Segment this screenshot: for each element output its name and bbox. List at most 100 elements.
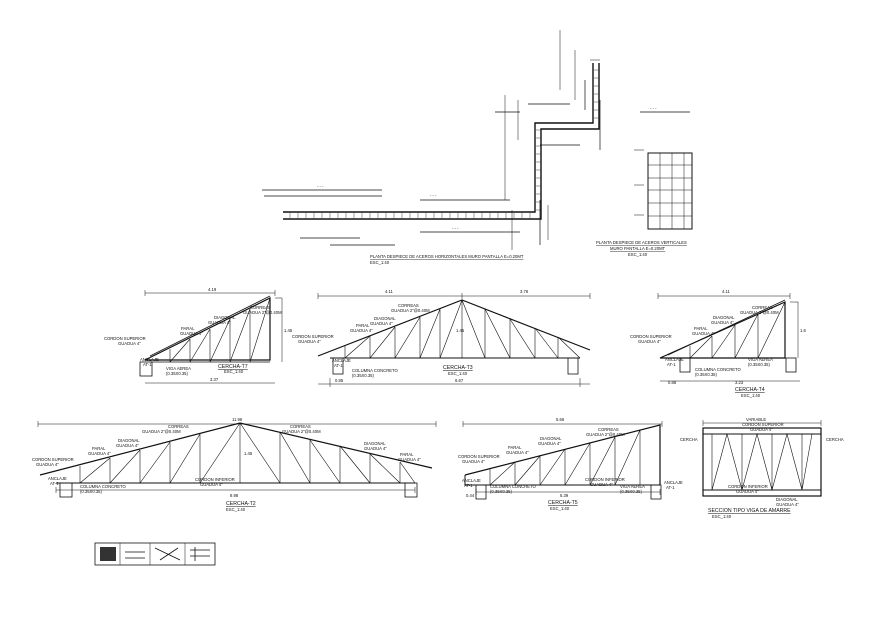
t2-diagonal-r-spec: GUADUA 4": [364, 446, 387, 451]
t7-anclaje-id: AT-1: [143, 362, 152, 367]
t5-diagonal-label: DIAGONAL: [540, 436, 562, 441]
t2-correas-r-label: CORREAS: [290, 424, 311, 429]
t4-paral-spec: GUADUA 4": [692, 331, 715, 336]
t4-scale: ESC_1:40: [741, 393, 761, 398]
beam-cercha-l-label: CERCHA: [680, 437, 698, 442]
t4-diagonal-label: DIAGONAL: [713, 315, 735, 320]
truss-t3: CORREAS GUADUA 2"@0.40M DIAGONAL GUADUA …: [292, 289, 591, 387]
detail-thumbnail: [94, 542, 216, 566]
t2-paral-l-spec: GUADUA 4": [88, 451, 111, 456]
t5-dim-overhang: 0.44: [466, 493, 475, 498]
t7-correas-label: CORREAS: [250, 305, 271, 310]
truss-t5: CORREAS GUADUA 2"@0.40M DIAGONAL GUADUA …: [458, 417, 683, 511]
svg-text:- - -: - - -: [452, 226, 459, 231]
t5-anclaje-r-label: ANCLAJE: [664, 480, 683, 485]
t5-cordon-spec: GUADUA 4": [462, 459, 485, 464]
t5-anclaje-id: AT-1: [464, 483, 473, 488]
t5-diagonal-spec: GUADUA 4": [538, 441, 561, 446]
plan-horizontal-scale: ESC_1:40: [370, 260, 390, 265]
t2-paral-r-label: PARAL: [400, 452, 414, 457]
t2-paral-l-label: PARAL: [92, 446, 106, 451]
t5-correas-spec: GUADUA 2"@0.40M: [586, 432, 625, 437]
beam-cordon-sup-label: CORDON SUPERIOR: [742, 422, 784, 427]
t5-columna-label: COLUMNA CONCRETO: [490, 484, 537, 489]
t4-columna-label: COLUMNA CONCRETO: [695, 367, 742, 372]
t7-cordon-label: CORDON SUPERIOR: [104, 336, 146, 341]
t2-paral-r-spec: GUADUA 4": [398, 457, 421, 462]
beam-cordon-inf-label: CORDON INFERIOR: [728, 484, 768, 489]
t7-dim-span: 4.19: [208, 287, 217, 292]
plan-horizontal-steel: - - - - - - - - - - - - PLANTA DESPIECE …: [262, 30, 690, 265]
beam-section: VARIABLE CORDON SUPERIOR GUADUA 4" CERCH…: [680, 417, 844, 519]
t3-dim-left: 4.11: [385, 289, 394, 294]
beam-diagonal-spec: GUADUA 4": [776, 502, 799, 507]
t7-viga-dims: (0.35X0.35): [166, 371, 188, 376]
t4-cordon-label: CORDON SUPERIOR: [630, 334, 672, 339]
t3-correas-label: CORREAS: [398, 303, 419, 308]
t3-dim-total: 6.67: [455, 378, 464, 383]
t2-anclaje-id: AT-1: [50, 481, 59, 486]
svg-text:- - -: - - -: [317, 184, 324, 189]
t3-diagonal-spec: GUADUA 4": [370, 321, 393, 326]
t3-dim-right: 3.76: [520, 289, 529, 294]
t2-cordon-inf-label: CORDON INFERIOR: [195, 477, 235, 482]
t7-dim-height: 1.45: [284, 328, 293, 333]
t5-cordon-label: CORDON SUPERIOR: [458, 454, 500, 459]
t5-anclaje-r-id: AT-1: [666, 485, 675, 490]
t7-diagonal-spec: GUADUA 4": [208, 320, 231, 325]
t5-paral-label: PARAL: [508, 445, 522, 450]
t3-cordon-label: CORDON SUPERIOR: [292, 334, 334, 339]
beam-cercha-r-label: CERCHA: [826, 437, 844, 442]
beam-cordon-sup-spec: GUADUA 4": [750, 427, 773, 432]
t7-dim-base: 3.37: [210, 377, 219, 382]
t2-cordon-inf-spec: GUADUA 4": [200, 482, 223, 487]
t4-viga-label: VIGA AEREA: [748, 357, 773, 362]
t2-columna-label: COLUMNA CONCRETO: [80, 484, 127, 489]
t4-viga-dims: (0.35X0.35): [748, 362, 770, 367]
t3-correas-spec: GUADUA 2"@0.40M: [391, 308, 430, 313]
t5-dim-top: 5.66: [556, 417, 565, 422]
t3-diagonal-label: DIAGONAL: [374, 316, 396, 321]
t2-title: CERCHA-T2: [226, 501, 256, 507]
t5-title: CERCHA-T5: [548, 500, 578, 506]
t2-correas-r-spec: GUADUA 2"@0.40M: [282, 429, 321, 434]
t4-dim-top: 4.11: [722, 289, 731, 294]
beam-variable-label: VARIABLE: [746, 417, 766, 422]
t3-anclaje-label: ANCLAJE: [332, 358, 351, 363]
t4-columna-dims: (0.35X0.35): [695, 372, 717, 377]
plan-vertical-steel: PLANTA DESPIECE DE ACEROS VERTICALES MUR…: [596, 149, 693, 257]
t3-dim-height: 1.45: [456, 328, 465, 333]
t5-viga-label: VIGA AEREA: [620, 484, 645, 489]
t2-scale: ESC_1:40: [226, 507, 246, 512]
plan-vertical-scale: ESC_1:40: [628, 252, 648, 257]
t5-paral-spec: GUADUA 4": [506, 450, 529, 455]
t5-dim-base: 5.39: [560, 493, 569, 498]
truss-t4: CORREAS GUADUA 2"@0.40M DIAGONAL GUADUA …: [630, 289, 806, 398]
t2-correas-l-spec: GUADUA 2"@0.40M: [142, 429, 181, 434]
t4-dim-base: 3.23: [735, 380, 744, 385]
t2-correas-l-label: CORREAS: [168, 424, 189, 429]
t4-cordon-spec: GUADUA 4": [638, 339, 661, 344]
t7-viga-label: VIGA AEREA: [166, 366, 191, 371]
t4-correas-label: CORREAS: [752, 305, 773, 310]
t3-columna-dims: (0.35X0.35): [352, 373, 374, 378]
t7-paral-spec: GUADUA 4": [180, 331, 203, 336]
t4-anclaje-label: ANCLAJE: [665, 357, 684, 362]
t2-cordon-sup-spec: GUADUA 4": [36, 462, 59, 467]
t3-columna-label: COLUMNA CONCRETO: [352, 368, 399, 373]
beam-title: SECCION TIPO VIGA DE AMARRE: [708, 508, 791, 514]
t4-dim-overhang: 0.88: [668, 380, 677, 385]
t2-dim-height: 1.45: [244, 451, 253, 456]
t7-correas-spec: GUADUA 2"@0.40M: [243, 310, 282, 315]
t2-diagonal-l-label: DIAGONAL: [118, 438, 140, 443]
beam-scale: ESC_1:40: [712, 514, 732, 519]
t4-diagonal-spec: GUADUA 4": [711, 320, 734, 325]
t2-dim-top: 11.96: [232, 417, 243, 422]
svg-text:- - -: - - -: [650, 106, 657, 111]
beam-diagonal-label: DIAGONAL: [776, 497, 798, 502]
t4-correas-spec: GUADUA 2"@0.40M: [740, 310, 779, 315]
t4-dim-height: 1.6: [800, 328, 806, 333]
t5-cordon-inf-label: CORDON INFERIOR: [585, 477, 625, 482]
t3-paral-spec: GUADUA 4": [350, 328, 373, 333]
t5-scale: ESC_1:40: [550, 506, 570, 511]
